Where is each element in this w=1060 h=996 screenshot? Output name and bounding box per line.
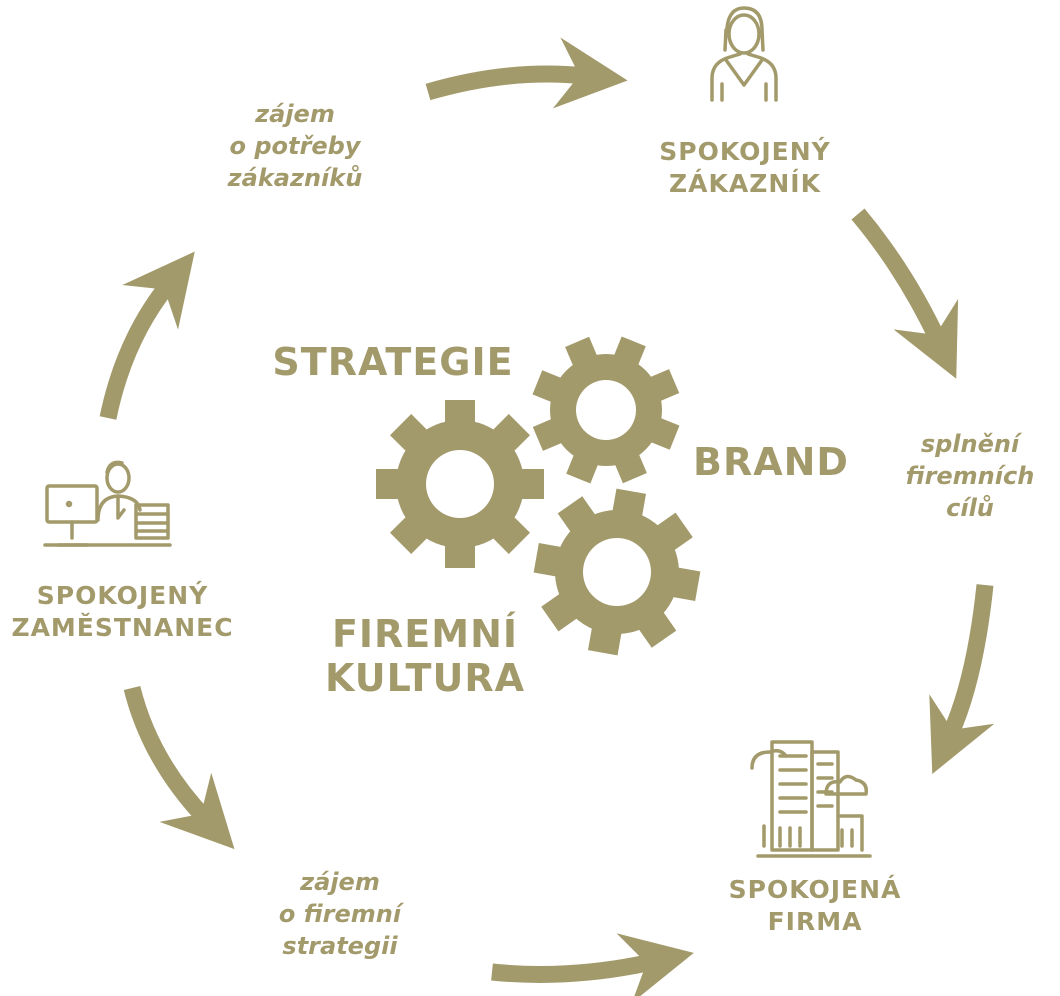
arrow-employee-to-needs <box>99 251 195 420</box>
transition-label-line: splnění <box>920 430 1020 458</box>
gear-left-icon <box>376 400 544 568</box>
woman-icon <box>710 6 778 102</box>
arrow-employee-to-strategy <box>123 685 235 850</box>
arrow-goals-to-company <box>929 584 995 775</box>
node-label-line: ZÁKAZNÍK <box>669 169 821 198</box>
transition-label-line: zájem <box>255 100 335 128</box>
core-strategy: STRATEGIE <box>262 340 524 384</box>
transition-label-line: firemních <box>905 462 1035 490</box>
arrow-customer-to-goals <box>851 208 959 379</box>
node-label-line: FIRMA <box>767 907 863 936</box>
transition-label-line: zákazníků <box>227 164 363 192</box>
transition-label-line: cílů <box>946 494 994 522</box>
core-label-line: STRATEGIE <box>272 340 514 384</box>
arrow-strategy-to-company <box>491 933 694 996</box>
transition-customer-needs: zájem o potřeby zákazníků <box>195 98 395 194</box>
office-building-icon <box>750 740 872 858</box>
gear-top-right-icon <box>532 336 680 484</box>
arrow-needs-to-customer <box>425 37 628 109</box>
node-label-line: SPOKOJENÝ <box>36 581 209 610</box>
core-brand: BRAND <box>688 440 854 484</box>
node-label-line: ZAMĚSTNANEC <box>11 613 234 642</box>
gears-icon <box>376 336 701 656</box>
node-label-line: SPOKOJENÝ <box>659 137 831 166</box>
transition-label-line: o potřeby <box>229 132 361 160</box>
transition-company-strategy: zájem o firemní strategii <box>240 866 440 962</box>
transition-label-line: zájem <box>300 868 380 896</box>
transition-company-goals: splnění firemních cílů <box>880 428 1060 524</box>
node-satisfied-employee: SPOKOJENÝ ZAMĚSTNANEC <box>0 580 245 644</box>
core-culture: FIREMNÍ KULTURA <box>310 612 540 700</box>
node-satisfied-company: SPOKOJENÁ FIRMA <box>710 874 920 938</box>
core-label-line: KULTURA <box>324 656 525 700</box>
core-label-line: FIREMNÍ <box>331 612 519 656</box>
gear-bottom-right-icon <box>533 488 701 656</box>
transition-label-line: strategii <box>282 932 398 960</box>
office-worker-icon <box>43 460 172 547</box>
transition-label-line: o firemní <box>278 900 402 928</box>
node-label-line: SPOKOJENÁ <box>728 875 902 904</box>
core-label-line: BRAND <box>693 440 849 484</box>
node-satisfied-customer: SPOKOJENÝ ZÁKAZNÍK <box>640 136 850 200</box>
